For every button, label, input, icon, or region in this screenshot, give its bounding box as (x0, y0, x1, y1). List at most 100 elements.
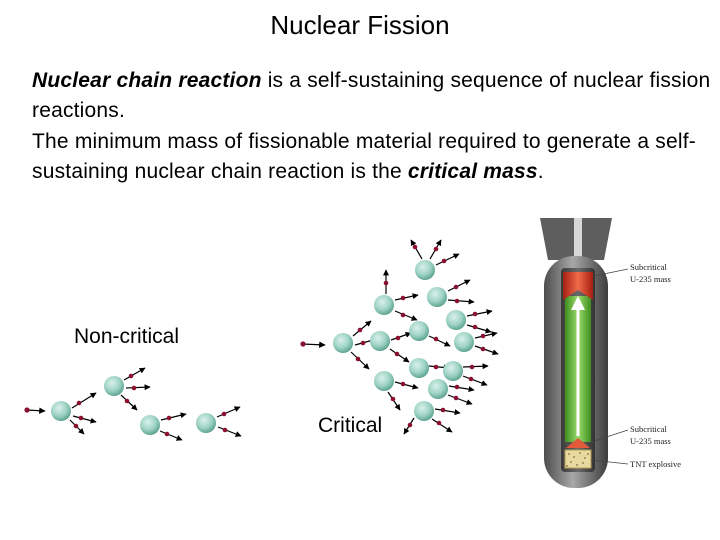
slide-title: Nuclear Fission (270, 10, 450, 40)
neutron (24, 407, 30, 413)
neutron (433, 364, 439, 370)
neutron (400, 295, 406, 301)
nucleus (104, 376, 124, 396)
nucleus (409, 321, 429, 341)
definition-period: . (537, 160, 544, 184)
nucleus (427, 287, 447, 307)
neutron (395, 335, 401, 341)
neutron-arrow (428, 335, 451, 347)
leader-line (590, 429, 629, 443)
neutron (400, 381, 406, 387)
critical-label: Critical (318, 414, 383, 437)
bomb-caption: U-235 mass (630, 436, 671, 446)
nucleus (454, 332, 474, 352)
neutron-arrow (123, 367, 146, 381)
non-critical-chain (24, 367, 242, 441)
neutron (412, 244, 418, 250)
neutron-arrow (389, 348, 410, 363)
nucleus (446, 310, 466, 330)
neutron (131, 385, 137, 391)
neutron (300, 341, 306, 347)
definition-chain-reaction: Nuclear chain reaction is a self-sustain… (32, 66, 712, 127)
nucleus (333, 333, 353, 353)
nucleus (374, 371, 394, 391)
neutron-arrow (72, 415, 97, 424)
neutron (453, 395, 459, 401)
neutron (78, 415, 84, 421)
neutron (355, 356, 361, 362)
neutron (164, 431, 170, 437)
neutron-arrow (466, 324, 492, 334)
bomb-tail-rod (574, 218, 582, 264)
tnt-charge (564, 449, 592, 469)
definition-chain-reaction-text: is a self-sustaining sequence of nuclear… (32, 69, 711, 123)
neutron-arrow (435, 253, 460, 266)
neutron-arrow (390, 331, 412, 341)
neutron-arrow (159, 430, 183, 441)
bomb-caption: TNT explosive (630, 459, 681, 469)
bomb-caption: Subcritical (630, 262, 667, 272)
nucleus (370, 331, 390, 351)
term-critical-mass: critical mass (407, 160, 538, 184)
neutron-arrow (394, 381, 419, 390)
neutron (124, 398, 130, 404)
neutron-arrow (447, 394, 473, 405)
neutron (360, 340, 366, 346)
neutron (400, 312, 406, 318)
neutron (468, 376, 474, 382)
neutron-arrow (394, 293, 419, 301)
neutron-arrow (462, 375, 488, 386)
nucleus (374, 295, 394, 315)
neutron (472, 311, 478, 317)
neutron-arrow (474, 331, 498, 339)
neutron (441, 258, 447, 264)
neutron-arrow (160, 412, 187, 421)
neutron (480, 346, 486, 352)
neutron-arrow (216, 406, 241, 418)
neutron (221, 411, 227, 417)
neutron (394, 351, 400, 357)
critical-chain (300, 239, 499, 435)
nucleus (443, 361, 463, 381)
uranium-target-mass (563, 272, 593, 300)
nucleus (51, 401, 71, 421)
neutron-arrow (352, 320, 372, 337)
neutron (390, 396, 396, 402)
neutron (453, 284, 459, 290)
non-critical-label: Non-critical (74, 325, 180, 348)
neutron (454, 298, 460, 304)
neutron (128, 373, 134, 379)
neutron (166, 415, 172, 421)
neutron-arrow (462, 363, 489, 370)
incoming-neutron-arrow (301, 341, 326, 348)
neutron-arrow (447, 298, 475, 305)
neutron (407, 422, 413, 428)
neutron (357, 327, 363, 333)
neutron-arrow (448, 385, 475, 393)
tnt-texture (566, 452, 589, 467)
definition-critical-mass: The minimum mass of fissionable material… (32, 127, 712, 188)
definition-critical-mass-text: The minimum mass of fissionable material… (32, 129, 696, 184)
neutron (433, 336, 439, 342)
neutron-arrow (474, 345, 499, 356)
neutron (480, 333, 486, 339)
term-chain-reaction: Nuclear chain reaction (32, 69, 262, 92)
bomb-caption: U-235 mass (630, 274, 671, 284)
neutron (383, 280, 389, 286)
neutron-arrow (410, 239, 423, 260)
bomb-caption: Subcritical (630, 424, 667, 434)
uranium-projectile-mass (566, 438, 590, 448)
neutron-arrow (466, 309, 493, 317)
neutron-arrow (350, 351, 370, 370)
nucleus (196, 413, 216, 433)
body-text: Nuclear chain reaction is a self-sustain… (32, 66, 712, 188)
neutron (222, 427, 228, 433)
neutron (454, 384, 460, 390)
neutron-arrow (71, 392, 97, 409)
neutron (73, 423, 79, 429)
neutron (469, 364, 475, 370)
neutron (440, 407, 446, 413)
projectile-arrow-head (571, 296, 585, 310)
nucleus (415, 260, 435, 280)
